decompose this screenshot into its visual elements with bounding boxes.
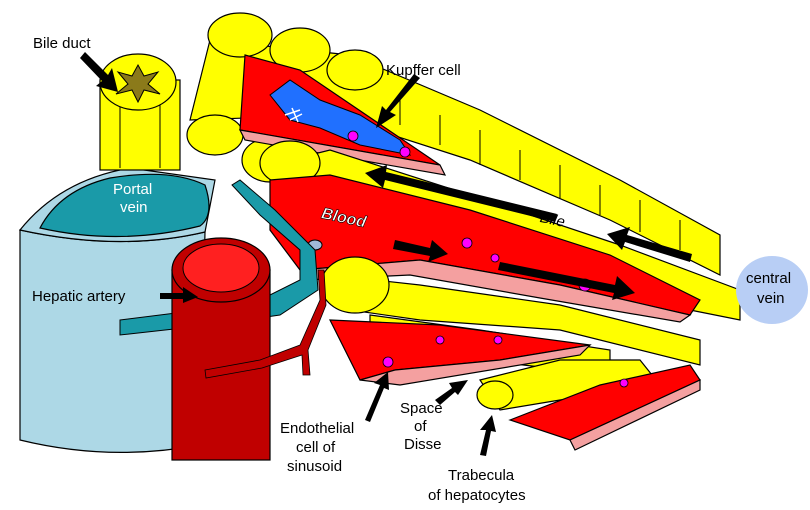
endothelial-label-2: cell of [296,439,336,456]
space-of-disse-label-1: Space [400,400,443,417]
bile-duct-pointer [80,52,118,92]
central-vein-label-1: central [746,270,791,287]
kupffer-cell-label: Kupffer cell [386,62,461,79]
hepatic-artery-label: Hepatic artery [32,288,126,305]
central-vein-label-2: vein [757,290,785,307]
hepatic-artery [172,238,270,460]
space-of-disse-label-3: Disse [404,436,442,453]
trabecula-pointer [480,415,496,456]
trabecula-label-2: of hepatocytes [428,487,526,504]
endothelial-label-1: Endothelial [280,420,354,437]
bile-duct-label: Bile duct [33,35,91,52]
portal-vein-label-1: Portal [113,181,152,198]
space-of-disse-label-2: of [414,418,427,435]
portal-vein-label-2: vein [120,199,148,216]
trabecula-label-1: Trabecula [448,467,515,484]
endothelial-label-3: sinusoid [287,458,342,475]
